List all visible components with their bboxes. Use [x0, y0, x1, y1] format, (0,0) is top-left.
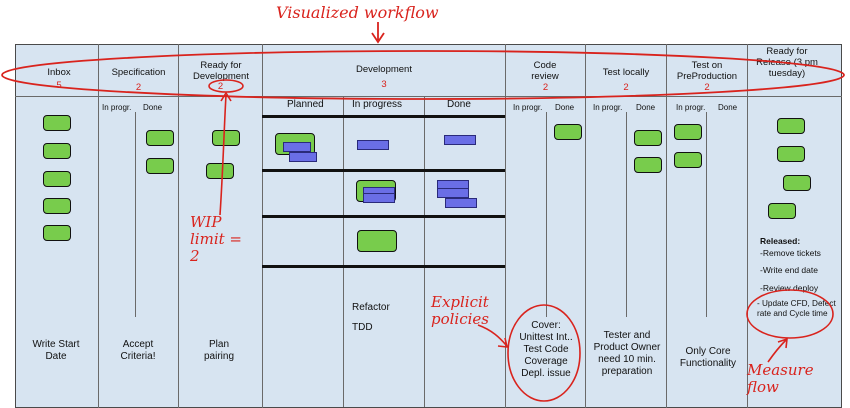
- sub-label-dev-in-progress: In progress: [352, 99, 403, 110]
- wip-count-test-locally: 2: [623, 82, 629, 93]
- sub-divider: [546, 112, 547, 317]
- card[interactable]: [146, 158, 174, 174]
- column-divider: [505, 44, 506, 408]
- ticket[interactable]: [363, 193, 395, 203]
- column-header-inbox: Inbox: [47, 67, 71, 78]
- policy-preprod: Only Core Functionality: [679, 346, 737, 369]
- wip-count-code-review: 2: [542, 82, 549, 93]
- sub-label-in-progress: In progr.: [676, 103, 706, 112]
- policy-dev-tdd: TDD: [352, 322, 373, 333]
- sub-label-done: Done: [636, 103, 656, 112]
- sub-label-in-progress: In progr.: [513, 103, 543, 112]
- column-header-development: Development: [356, 64, 412, 75]
- policy-dev-refactor: Refactor: [352, 302, 390, 313]
- card[interactable]: [43, 143, 71, 159]
- sub-label-dev-done: Done: [447, 99, 471, 110]
- column-divider: [178, 44, 179, 408]
- card[interactable]: [43, 171, 71, 187]
- released-item: -Write end date: [760, 265, 818, 275]
- wip-ellipse: [208, 79, 244, 93]
- ticket[interactable]: [289, 152, 317, 162]
- ticket[interactable]: [357, 140, 389, 150]
- swimlane-divider: [262, 215, 505, 218]
- card[interactable]: [43, 225, 71, 241]
- swimlane-divider: [262, 115, 505, 118]
- sub-divider: [343, 97, 344, 407]
- policy-ready: Plan pairing: [203, 339, 235, 362]
- card[interactable]: [212, 130, 240, 146]
- ticket[interactable]: [444, 135, 476, 145]
- sub-label-done: Done: [555, 103, 575, 112]
- sub-divider: [135, 112, 136, 317]
- column-header-test-preproduction: Test on PreProduction: [676, 60, 738, 82]
- released-item: -Remove tickets: [760, 248, 821, 258]
- kanban-board: [15, 44, 842, 408]
- wip-count-development: 3: [381, 79, 387, 90]
- sub-label-in-progress: In progr.: [102, 103, 132, 112]
- swimlane-divider: [262, 265, 505, 268]
- column-header-code-review: Code review: [531, 60, 559, 82]
- card[interactable]: [777, 118, 805, 134]
- wip-count-preproduction: 2: [704, 82, 710, 93]
- title-arrow: [371, 22, 385, 44]
- wip-count-ready: 2: [217, 81, 224, 92]
- card[interactable]: [206, 163, 234, 179]
- card[interactable]: [634, 130, 662, 146]
- policy-ellipse: [507, 304, 581, 402]
- column-divider: [585, 44, 586, 408]
- policy-arrow: [477, 324, 509, 348]
- wip-count-inbox: 5: [56, 80, 62, 91]
- measure-arrow: [767, 337, 788, 363]
- card[interactable]: [674, 152, 702, 168]
- ticket[interactable]: [445, 198, 477, 208]
- policy-test-locally: Tester and Product Owner need 10 min. pr…: [593, 330, 661, 377]
- measure-ellipse: [746, 289, 834, 339]
- sub-label-done: Done: [143, 103, 163, 112]
- sub-divider: [706, 112, 707, 317]
- wip-count-specification: 2: [135, 82, 142, 93]
- column-divider: [262, 44, 263, 408]
- explicit-policies-annotation: Explicit policies: [431, 293, 490, 328]
- column-divider: [747, 44, 748, 408]
- card[interactable]: [43, 198, 71, 214]
- visualized-workflow-title: Visualized workflow: [276, 3, 439, 22]
- swimlane-divider: [262, 169, 505, 172]
- column-divider: [666, 44, 667, 408]
- sub-label-done: Done: [718, 103, 738, 112]
- card[interactable]: [634, 157, 662, 173]
- card[interactable]: [768, 203, 796, 219]
- card[interactable]: [783, 175, 811, 191]
- card[interactable]: [674, 124, 702, 140]
- wip-arrow: [219, 91, 232, 216]
- released-item: - Update CFD, Defect rate and Cycle time: [757, 299, 836, 318]
- sub-divider: [626, 112, 627, 317]
- policy-specification: Accept Criteria!: [120, 339, 156, 362]
- card[interactable]: [357, 230, 397, 252]
- column-header-test-locally: Test locally: [602, 67, 650, 78]
- workflow-ellipse: [1, 50, 845, 100]
- measure-flow-annotation: Measure flow: [747, 361, 814, 396]
- sub-label-in-progress: In progr.: [593, 103, 623, 112]
- card[interactable]: [554, 124, 582, 140]
- card[interactable]: [146, 130, 174, 146]
- wip-limit-annotation: WIP limit = 2: [190, 213, 242, 265]
- column-header-ready-for-development: Ready for Development: [193, 60, 249, 82]
- column-header-specification: Specification: [111, 67, 166, 78]
- header-separator: [15, 96, 842, 97]
- card[interactable]: [777, 146, 805, 162]
- ticket[interactable]: [283, 142, 311, 152]
- sub-divider: [424, 97, 425, 407]
- card[interactable]: [43, 115, 71, 131]
- policy-inbox: Write Start Date: [32, 339, 80, 362]
- released-item: -Review deploy: [760, 283, 819, 293]
- policy-code-review: Cover: Unittest Int.. Test Code Coverage…: [519, 320, 573, 379]
- released-heading: Released:: [760, 236, 801, 246]
- ticket[interactable]: [437, 188, 469, 198]
- sub-label-planned: Planned: [287, 99, 324, 110]
- column-divider: [98, 44, 99, 408]
